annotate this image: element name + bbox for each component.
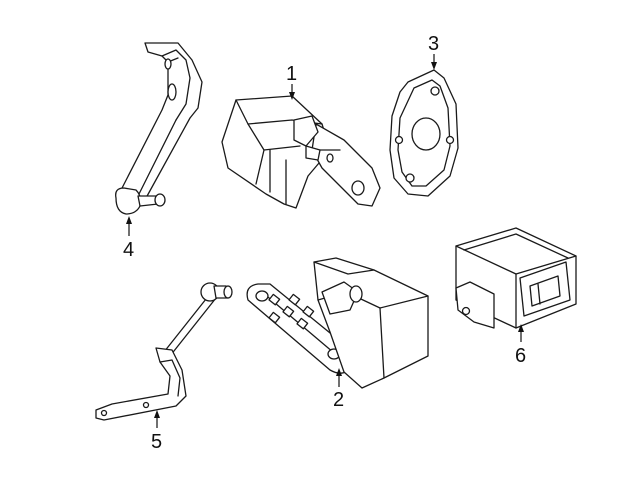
- part-4-sensor-arm: [115, 42, 203, 215]
- part-3-gasket: [389, 69, 459, 197]
- callout-4: 4: [123, 239, 134, 261]
- part-2-sensor: [246, 257, 429, 389]
- part-1-actuator: [221, 95, 381, 209]
- callout-numbers: 1 2 3 4 5 6: [123, 33, 526, 453]
- callout-6: 6: [515, 345, 526, 367]
- arrowhead-6: [518, 324, 524, 332]
- arrowhead-3: [431, 62, 437, 70]
- callout-3: 3: [428, 33, 439, 55]
- callout-1: 1: [286, 63, 297, 85]
- arrowhead-2: [336, 368, 342, 376]
- callout-5: 5: [151, 431, 162, 453]
- callout-2: 2: [333, 389, 344, 411]
- part-5-link-bracket: [95, 282, 233, 421]
- arrowhead-4: [126, 216, 132, 224]
- part-6-control-module: [455, 227, 577, 329]
- callout-leaders: [126, 54, 524, 428]
- arrowhead-1: [289, 92, 295, 100]
- arrowhead-5: [154, 410, 160, 418]
